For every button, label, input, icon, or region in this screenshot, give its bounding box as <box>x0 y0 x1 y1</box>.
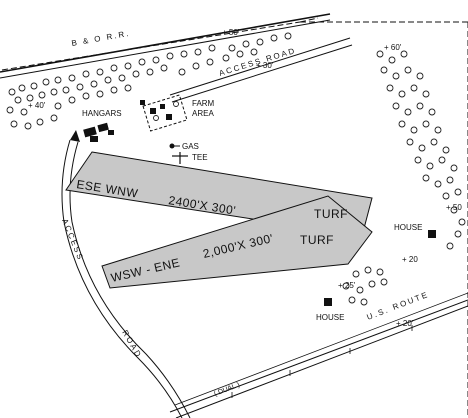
trees-top-left <box>6 44 216 130</box>
trees-bottom-right <box>342 266 388 306</box>
tee-label: TEE <box>192 153 208 162</box>
wind-tee: TEE <box>172 152 208 164</box>
elevation-20-b: + 20' <box>396 319 414 328</box>
elevation-40: + 40' <box>28 101 46 110</box>
farm-area: FARM AREA <box>140 94 215 132</box>
house-bottom: HOUSE <box>316 298 344 322</box>
runway-wsw-ene <box>101 195 373 289</box>
runway1-surface-label: TURF <box>314 207 348 221</box>
railroad-label: B & O R.R. <box>71 29 131 48</box>
us-route: U.S. ROUTE ( DUAL ) <box>169 290 468 418</box>
elevation-25: + 25' <box>338 281 356 290</box>
trees-top-middle <box>178 32 292 76</box>
house-bottom-label: HOUSE <box>316 313 344 322</box>
elevation-20-a: + 20 <box>402 255 418 264</box>
access-road-left-bottom-label: ROAD <box>120 329 143 360</box>
elevation-50-top: + 50' <box>222 28 240 37</box>
hangars: HANGARS <box>70 109 122 142</box>
us-route-label: U.S. ROUTE <box>365 290 430 322</box>
elevation-50-right: + 50 <box>446 203 462 212</box>
access-road-top: ACCESS ROAD <box>169 37 353 103</box>
farm-label-1: FARM <box>192 99 215 108</box>
house-right: HOUSE <box>394 223 436 238</box>
elevation-30: + 30' <box>256 61 274 70</box>
trees-right <box>376 50 466 250</box>
property-boundary <box>1 17 468 418</box>
dual-label: ( DUAL ) <box>213 382 241 398</box>
hangars-label: HANGARS <box>82 109 122 118</box>
runway2-surface-label: TURF <box>300 233 334 247</box>
elevation-60: + 60' <box>384 43 402 52</box>
railroad: B & O R.R. <box>0 13 331 79</box>
elevation-labels: + 50' + 30' + 40' + 60' + 50 + 25' + 20 … <box>28 28 462 328</box>
gas-label: GAS <box>182 142 199 151</box>
gas-marker: GAS <box>169 142 199 151</box>
farm-label-2: AREA <box>192 109 214 118</box>
house-right-label: HOUSE <box>394 223 422 232</box>
